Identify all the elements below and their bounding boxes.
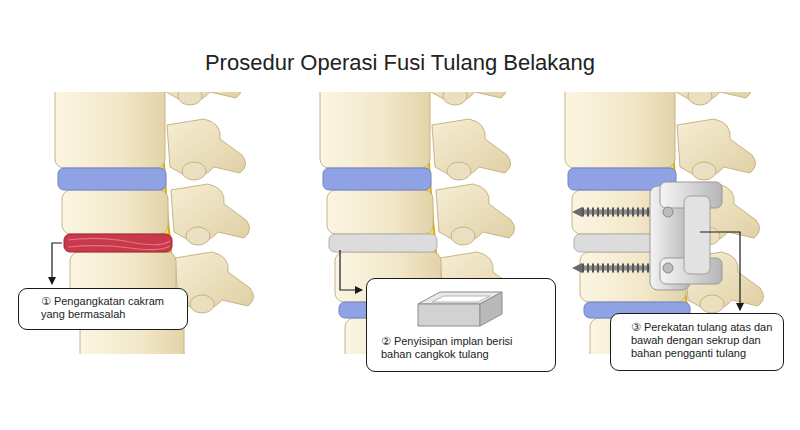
callout-text: ③ Perekatan tulang atas dan bawah dengan… <box>631 321 773 360</box>
implant-icon <box>412 286 508 334</box>
callout-box: ① Pengangkatan cakram yang bermasalah <box>18 288 188 330</box>
spine-figure-2 <box>320 92 519 354</box>
callout-text: ① Pengangkatan cakram yang bermasalah <box>41 295 167 321</box>
fusion-hardware <box>572 182 722 290</box>
callout-text: ② Penyisipan implan berisi bahan cangkok… <box>381 335 533 361</box>
diagram-title: Prosedur Operasi Fusi Tulang Belakang <box>0 50 800 76</box>
callout-box: ③ Perekatan tulang atas dan bawah dengan… <box>610 313 784 371</box>
